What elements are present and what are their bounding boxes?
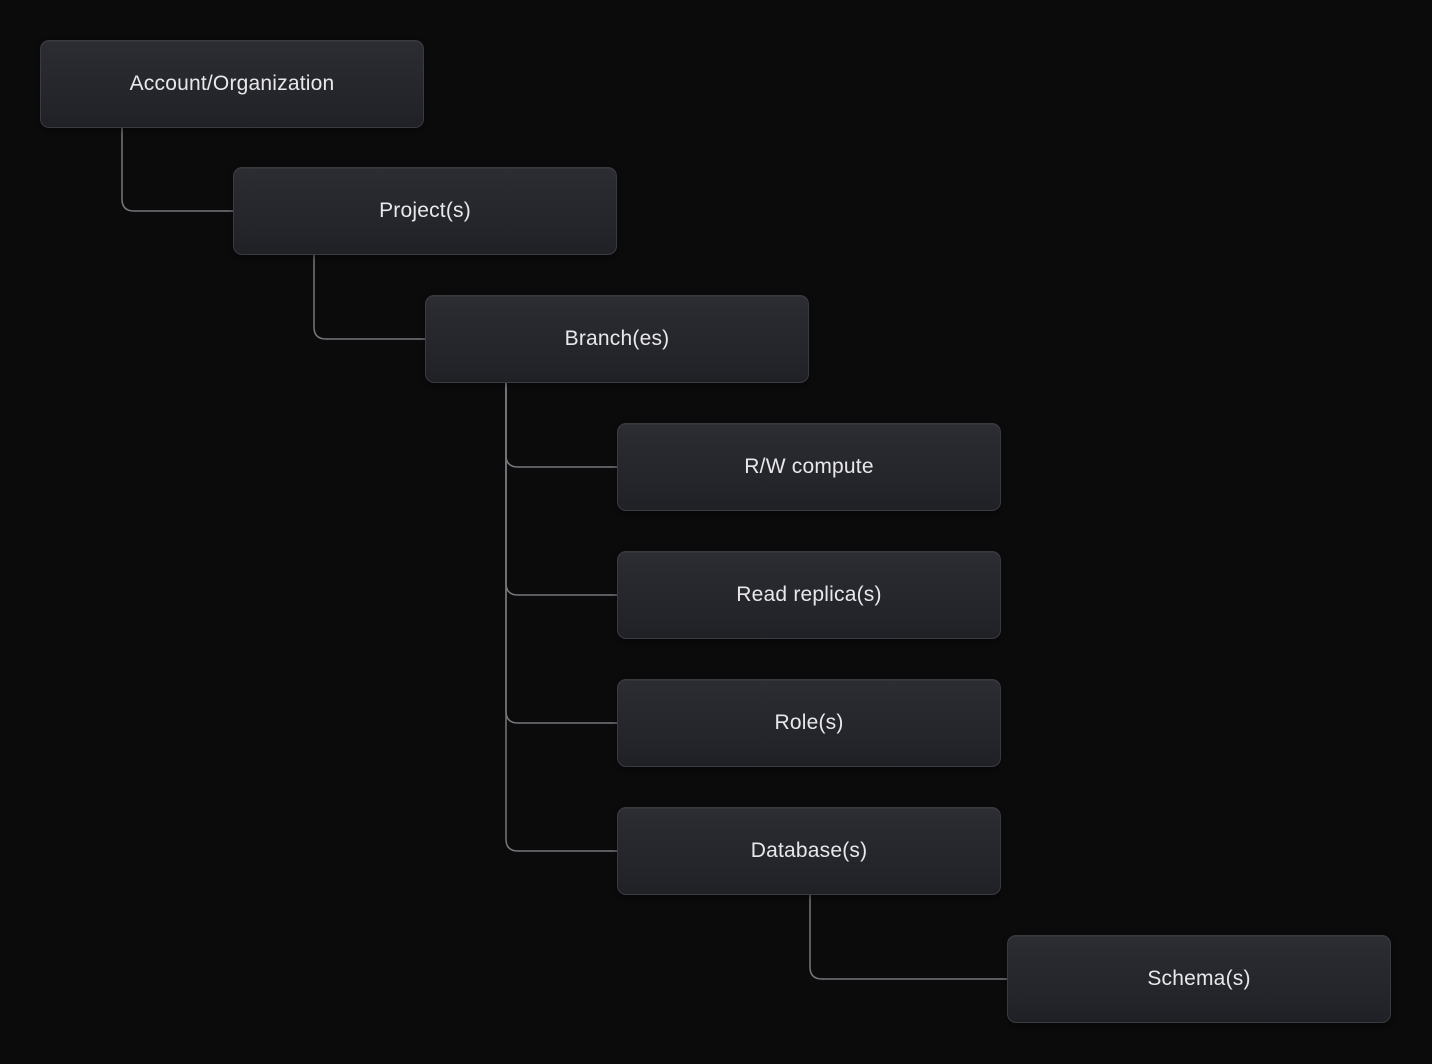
node-schemas-label: Schema(s) <box>1147 967 1251 990</box>
node-projects: Project(s) <box>233 167 617 255</box>
edge-projects-to-branches <box>313 253 426 340</box>
node-account-organization-label: Account/Organization <box>129 72 335 95</box>
node-databases: Database(s) <box>617 807 1001 895</box>
node-roles-label: Role(s) <box>774 711 844 734</box>
edge-branches-to-roles <box>505 381 618 724</box>
node-projects-label: Project(s) <box>379 199 471 222</box>
edge-branches-to-read-replicas <box>505 381 618 596</box>
node-databases-label: Database(s) <box>750 839 868 862</box>
edge-account-to-projects <box>121 126 234 212</box>
edge-branches-to-databases <box>505 381 618 852</box>
node-rw-compute-label: R/W compute <box>744 455 874 478</box>
node-read-replicas: Read replica(s) <box>617 551 1001 639</box>
edge-databases-to-schemas <box>809 893 1008 980</box>
node-branches: Branch(es) <box>425 295 809 383</box>
node-account-organization: Account/Organization <box>40 40 424 128</box>
node-branches-label: Branch(es) <box>564 327 670 350</box>
node-roles: Role(s) <box>617 679 1001 767</box>
node-read-replicas-label: Read replica(s) <box>736 583 882 606</box>
edge-branches-to-rw-compute <box>505 381 618 468</box>
node-rw-compute: R/W compute <box>617 423 1001 511</box>
node-schemas: Schema(s) <box>1007 935 1391 1023</box>
